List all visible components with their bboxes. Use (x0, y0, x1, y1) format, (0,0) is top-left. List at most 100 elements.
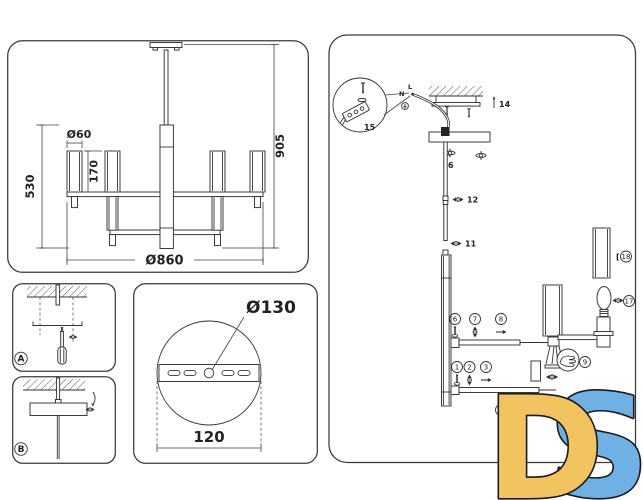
callout-14: 14 (492, 96, 511, 109)
shade (66, 150, 83, 193)
rod-section-1 (443, 141, 448, 197)
panel-step-a: A (12, 283, 116, 372)
canopy-screw-icon (475, 150, 487, 161)
glass-shade-18 (592, 227, 611, 279)
svg-text:530: 530 (23, 174, 37, 198)
label-9: 9 (583, 359, 587, 367)
rod-main-tube (441, 254, 452, 407)
label-16: 16 (442, 161, 454, 170)
label-12: 12 (467, 196, 478, 205)
shade (104, 150, 121, 193)
ds-logo: S D (484, 363, 643, 500)
arrow-right-icon (495, 329, 508, 335)
logo-letter-d: D (486, 367, 604, 500)
panel-frame (328, 34, 637, 464)
shade (249, 150, 266, 193)
svg-text:7: 7 (473, 316, 477, 324)
screw-icon (453, 372, 461, 386)
svg-text:905: 905 (273, 134, 287, 158)
step-a-badge (14, 351, 28, 366)
canopy (29, 402, 88, 416)
bolt-icon (471, 326, 479, 338)
central-column (159, 124, 174, 249)
leader-line (211, 316, 245, 371)
svg-text:Ø860: Ø860 (145, 254, 183, 269)
dim-shade-diameter: Ø60 (66, 128, 92, 148)
hand-icon (559, 355, 576, 367)
terminal-screw-icon (361, 82, 365, 94)
terminal-detail-circle: 15 (332, 77, 411, 133)
step-b-label: B (18, 445, 25, 455)
terminal-block (339, 101, 370, 126)
glass-piece (530, 360, 541, 382)
svg-text:2: 2 (467, 364, 471, 372)
screwdriver-icon (57, 327, 67, 365)
live-label: L (408, 83, 412, 91)
upper-hub (450, 337, 460, 348)
upper-step-callouts: 6 7 8 (449, 313, 508, 338)
upper-arm (458, 339, 521, 346)
svg-text:14: 14 (499, 100, 511, 109)
bulb-screw-icon (612, 297, 624, 304)
panel-chandelier-overview: Ø60 170 530 905 Ø860 (7, 40, 309, 273)
bracket-glyph: [ (616, 253, 620, 262)
hand-detail-circle (556, 348, 580, 372)
plate-circle (156, 320, 262, 426)
dim-total-height: 905 (184, 44, 287, 249)
step-a-label: A (18, 355, 25, 365)
svg-text:120: 120 (193, 428, 224, 446)
lamp-socket (593, 316, 614, 348)
svg-text:3: 3 (484, 364, 488, 372)
logo-letter-s: S (548, 365, 643, 500)
label-17: 17 (625, 298, 634, 306)
plate-diameter-label: Ø130 (246, 298, 296, 318)
dim-body-height: 530 (23, 124, 69, 249)
washer-icon (357, 97, 367, 103)
dim-total-diameter: Ø860 (66, 202, 264, 269)
ceiling-hatch (429, 86, 483, 96)
side-screw-icon (84, 391, 96, 413)
side-arm (557, 334, 599, 341)
rod-section-2 (443, 200, 448, 241)
panel-frame (7, 40, 309, 273)
dim-hole-spacing: 120 (156, 428, 262, 452)
cable-gland (441, 127, 450, 136)
wiring-labels: N L (399, 83, 414, 110)
label-18: 18 (622, 253, 631, 261)
ceiling-hatch (23, 379, 85, 390)
chandelier-drawing (66, 42, 266, 249)
panel-assembly: 14 N L 15 (328, 34, 637, 464)
upper-shade (542, 284, 563, 337)
ceiling-plate (149, 42, 183, 48)
shade (209, 150, 226, 193)
ground-symbol-icon (401, 102, 409, 110)
stem-rod (163, 49, 169, 126)
label-11: 11 (465, 240, 477, 249)
panel-frame (12, 376, 116, 464)
panel-frame (133, 283, 318, 464)
label-4: 4 (499, 407, 504, 415)
lower-step-callouts: 1 2 3 (451, 361, 493, 386)
coupler-screw-icon (452, 196, 464, 203)
mounting-strip (158, 364, 260, 382)
dim-shade-height: 170 (84, 150, 102, 193)
bulb-icon (596, 286, 612, 317)
bracket-screw-icon (466, 108, 472, 119)
bolt-icon (466, 374, 473, 386)
svg-text:Ø60: Ø60 (67, 128, 92, 141)
svg-text:170: 170 (88, 160, 101, 183)
step-b-badge (14, 442, 28, 456)
svg-text:8: 8 (499, 316, 503, 324)
hanging-rod (55, 284, 61, 306)
lower-hub (450, 385, 460, 395)
panel-frame (12, 283, 116, 372)
canopy (428, 131, 491, 143)
panel-mounting-plate: Ø130 120 (133, 283, 318, 464)
mounting-bracket (32, 321, 83, 326)
panel-step-b: B (12, 376, 116, 464)
svg-text:1: 1 (455, 364, 459, 372)
screw-icon (68, 334, 78, 340)
svg-text:6: 6 (453, 316, 458, 324)
screw-icon (451, 324, 459, 338)
